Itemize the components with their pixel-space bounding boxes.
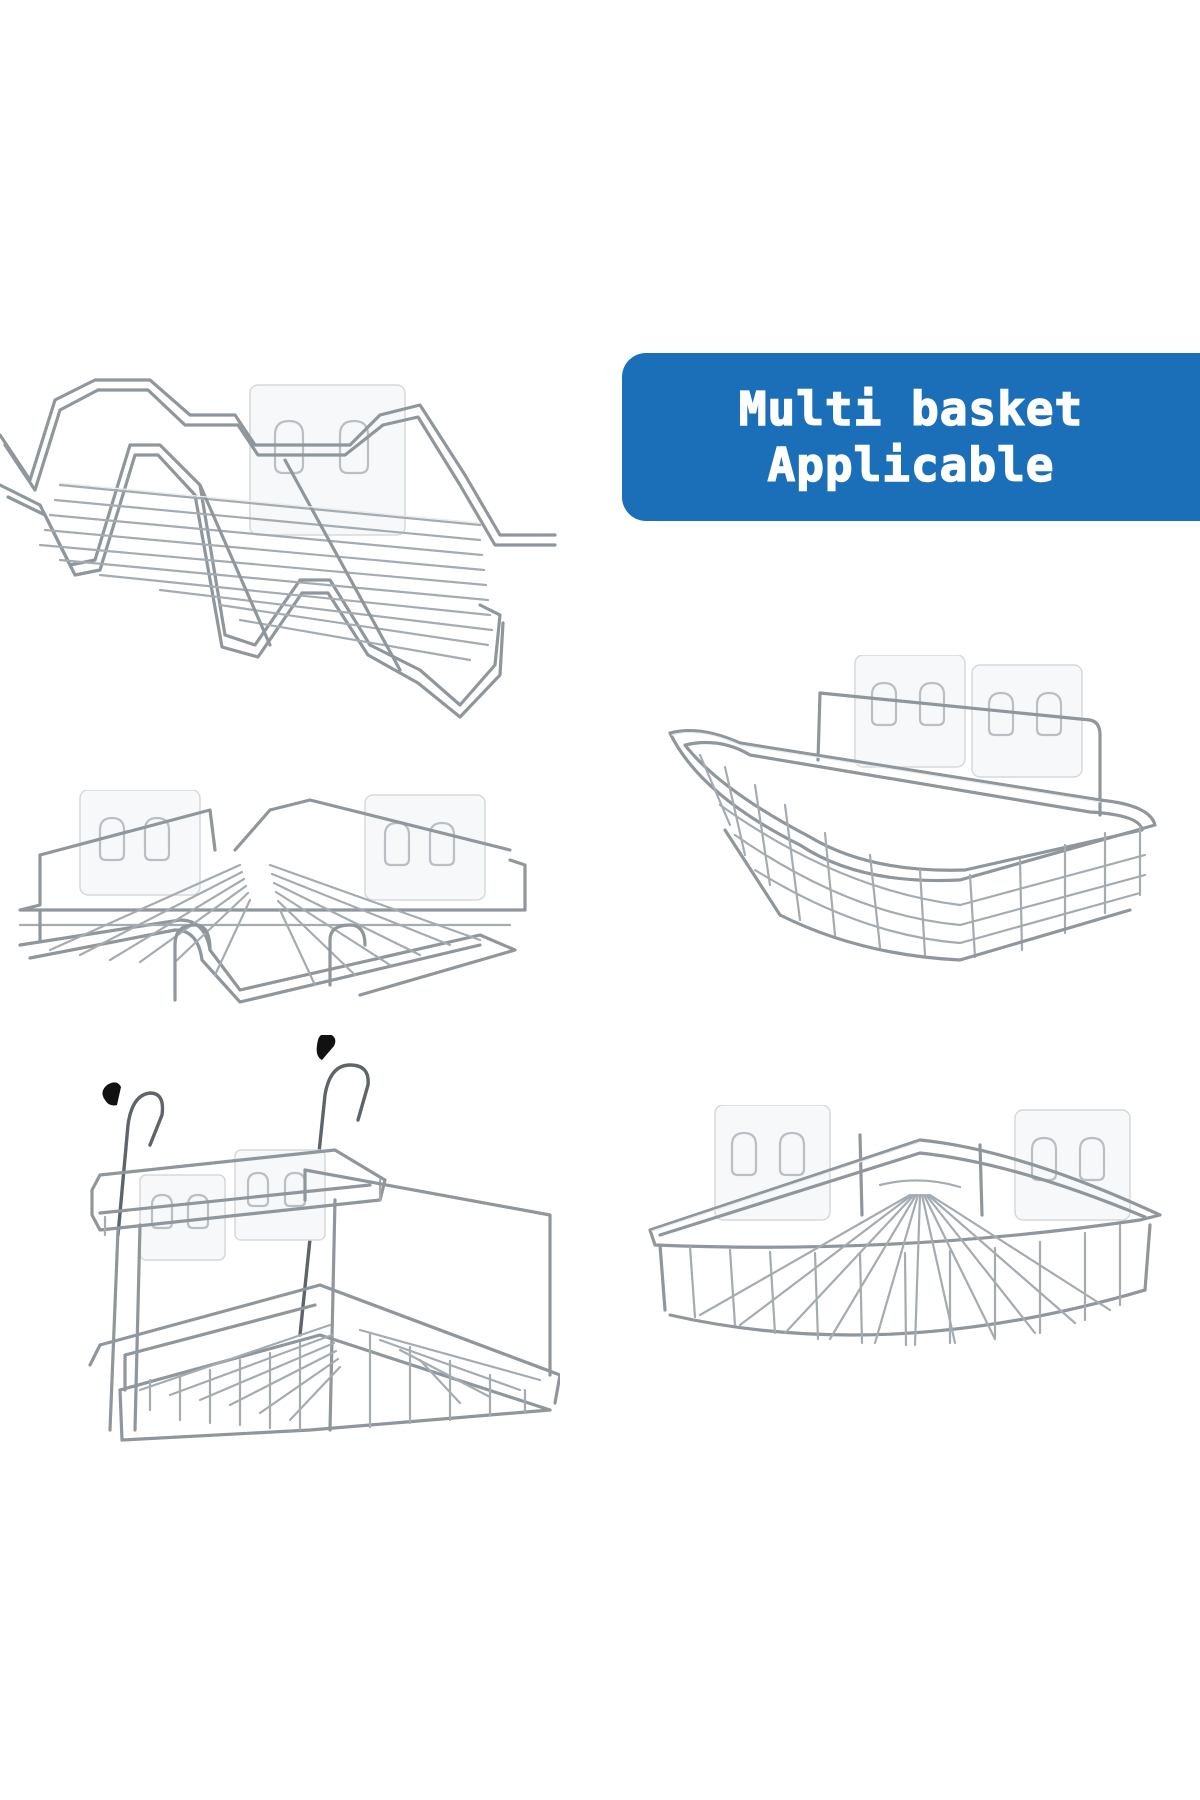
- product-quarter-round-basket: [640, 1105, 1185, 1355]
- product-rectangular-basket: [660, 655, 1165, 965]
- corner-shelf-illustration: [18, 790, 527, 1004]
- hanging-rack-illustration: [88, 1035, 560, 1442]
- banner-line-2: Applicable: [767, 437, 1055, 493]
- zigzag-shelf-illustration: [0, 378, 557, 719]
- rectangular-basket-illustration: [668, 655, 1157, 962]
- product-corner-shelf: [10, 790, 535, 1005]
- hook-tip-right: [316, 1035, 336, 1060]
- product-zigzag-shelf: [0, 365, 570, 765]
- quarter-round-basket-illustration: [648, 1105, 1162, 1347]
- promo-banner: Multi basket Applicable: [622, 353, 1200, 521]
- hook-tip-left: [102, 1082, 121, 1106]
- product-hanging-corner-rack: [80, 1035, 560, 1450]
- banner-line-1: Multi basket: [738, 381, 1084, 437]
